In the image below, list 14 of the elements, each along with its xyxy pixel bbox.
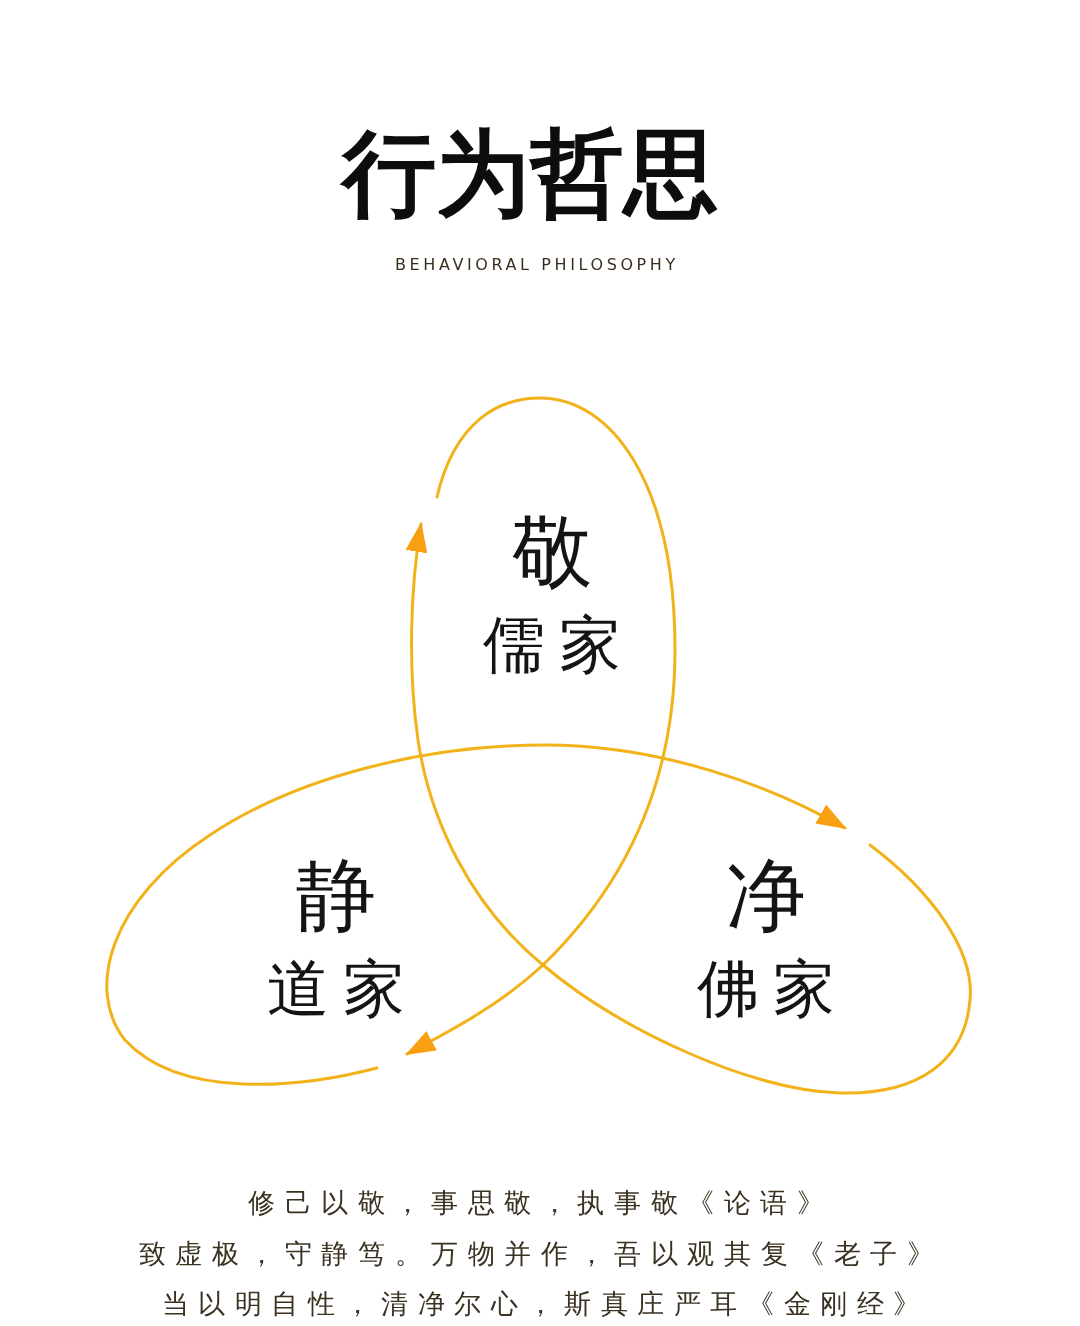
school-label: 道家 (267, 958, 419, 1020)
concept-character: 净 (726, 856, 806, 936)
title: 行为哲思 (342, 127, 718, 221)
curved-arrow (405, 396, 677, 1056)
concept-character: 静 (296, 856, 376, 936)
school-label: 佛家 (697, 958, 849, 1020)
subtitle: BEHAVIORAL PHILOSOPHY (395, 256, 679, 275)
quote-line: 当以明自性，清净尔心，斯真庄严耳《金刚经》 (161, 1287, 931, 1319)
curved-arrow (405, 522, 972, 1095)
concept-character: 敬 (512, 512, 592, 592)
school-label: 儒家 (483, 614, 635, 676)
quote-line: 致虚极，守静笃。万物并作，吾以观其复《老子》 (138, 1237, 944, 1269)
curved-arrow (105, 743, 847, 1086)
quote-line: 修己以敬，事思敬，执事敬《论语》 (248, 1186, 834, 1218)
